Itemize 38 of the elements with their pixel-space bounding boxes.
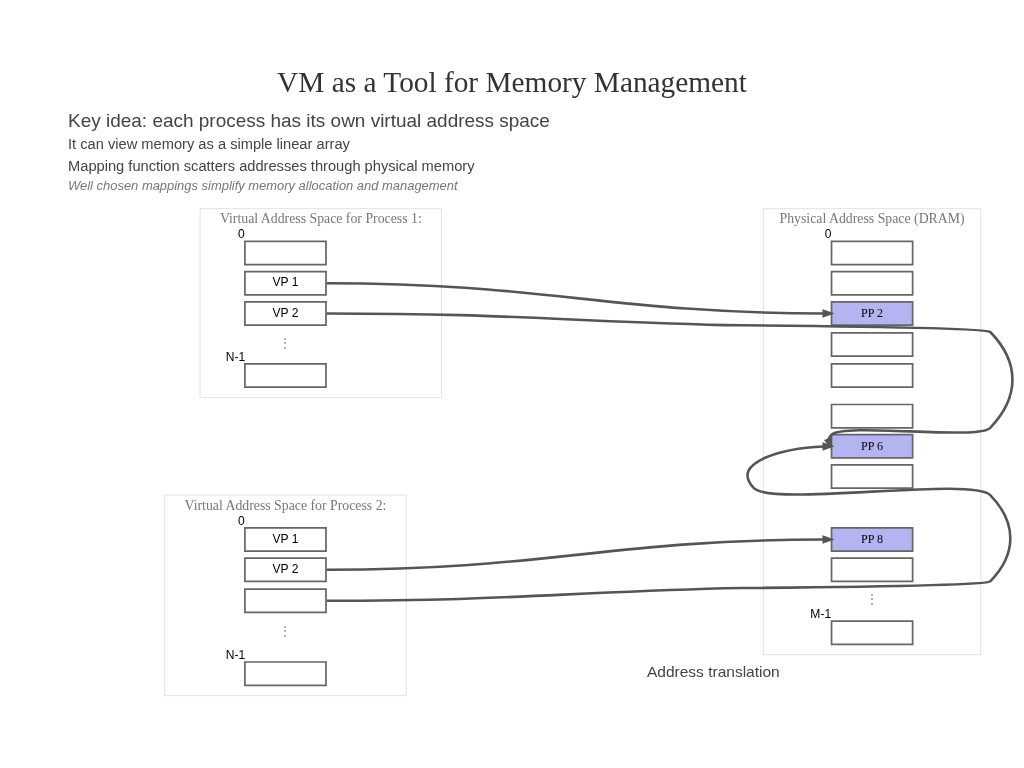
node-label: M-1 (810, 606, 832, 621)
arrow (326, 535, 835, 571)
node-box (244, 661, 327, 687)
label: Address translation (646, 663, 780, 681)
label: Well chosen mappings simplify memory allocation and management (68, 178, 458, 194)
label: Key idea: each process has its own virtual address space (68, 109, 550, 131)
diagram-title: VM as a Tool for Memory Management (277, 66, 747, 99)
arrow (326, 282, 835, 318)
node-box (244, 588, 327, 614)
node-box (830, 464, 914, 490)
node-box (830, 363, 914, 389)
arrow (326, 312, 1014, 451)
node-label: 0 (238, 513, 245, 528)
label: ⋮ (278, 335, 293, 351)
node-box (244, 240, 327, 266)
node-box (830, 240, 914, 266)
node-box (830, 403, 914, 429)
node-box: PP 6 (830, 433, 914, 459)
node-box (244, 363, 327, 389)
node-box: VP 2 (244, 557, 327, 583)
arrow (326, 442, 1012, 603)
label: ⋮ (865, 592, 880, 608)
node-box (830, 270, 914, 296)
node-box: VP 2 (244, 300, 327, 326)
node-label: N-1 (225, 647, 246, 662)
node-box: PP 2 (830, 300, 914, 326)
label: ⋮ (278, 623, 293, 639)
node-label: 0 (238, 227, 245, 242)
node-box (830, 332, 914, 358)
node-box: PP 8 (830, 527, 914, 552)
node-label: 0 (824, 227, 832, 242)
label: It can view memory as a simple linear array (68, 136, 350, 153)
node-box: VP 1 (244, 270, 327, 296)
node-box (830, 557, 914, 583)
label: Mapping function scatters addresses through physical memory (68, 157, 475, 174)
node-label: N-1 (225, 349, 246, 364)
node-box: VP 1 (244, 527, 327, 552)
node-box (830, 620, 914, 646)
